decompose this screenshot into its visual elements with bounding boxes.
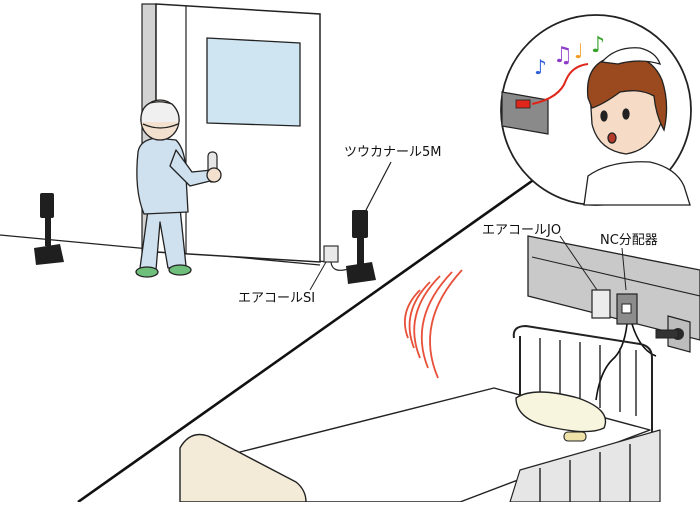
aircall-jo-device [559, 235, 611, 319]
label-sensor-5m: ツウカナール5M [344, 145, 442, 160]
music-note: ♩ [574, 39, 583, 63]
music-note: ♪ [534, 55, 547, 79]
sensor-stand-left [34, 193, 64, 265]
label-aircall-si: エアコールSI [238, 291, 316, 306]
music-note: ♫ [553, 43, 573, 68]
bedside-wall-panel [527, 235, 700, 341]
nurse-call-panel [501, 91, 549, 135]
nc-distributor-device [595, 247, 657, 401]
alert-music-notes: ♪ ♫ ♩ ♪ [534, 33, 605, 79]
label-nc-distributor: NC分配器 [600, 233, 658, 248]
door-window [206, 37, 301, 127]
sensor-stand-right [346, 161, 392, 284]
patient-figure [135, 99, 222, 278]
alert-cable [531, 63, 589, 105]
scene-divider [77, 162, 557, 504]
nurse-figure [583, 47, 691, 206]
nurse-station-inset [500, 14, 692, 206]
radio-signal-waves [404, 269, 463, 379]
aircall-si-device [309, 245, 357, 291]
call-indicator-lamp [515, 99, 531, 109]
hospital-bed [179, 325, 661, 503]
label-aircall-jo: エアコールJO [482, 223, 562, 238]
music-note: ♪ [591, 33, 605, 58]
wall-socket [655, 315, 691, 353]
